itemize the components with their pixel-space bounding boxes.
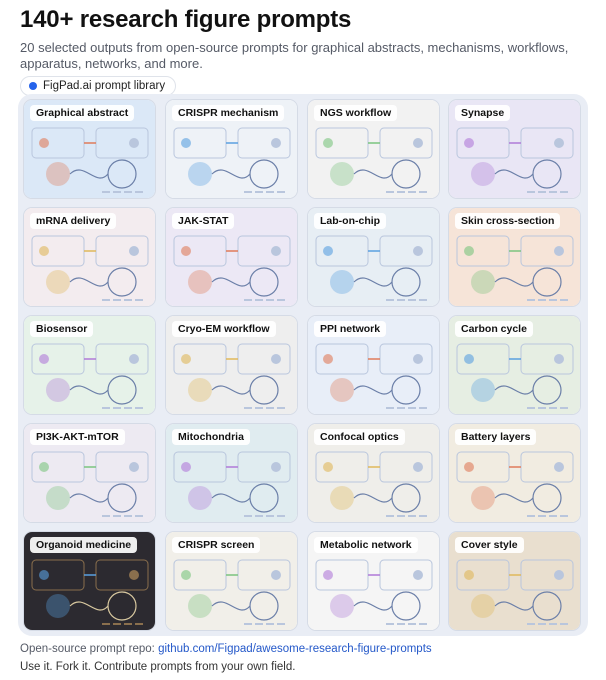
- gallery-tile[interactable]: CRISPR mechanism: [165, 99, 298, 199]
- tile-label: Mitochondria: [172, 429, 250, 445]
- gallery-tile[interactable]: Lab-on-chip: [307, 207, 440, 307]
- gallery-tile[interactable]: JAK-STAT: [165, 207, 298, 307]
- tile-label: PPI network: [314, 321, 387, 337]
- gallery-tile[interactable]: Graphical abstract: [23, 99, 156, 199]
- tile-label: mRNA delivery: [30, 213, 117, 229]
- library-badge[interactable]: FigPad.ai prompt library: [20, 76, 177, 96]
- gallery-tile[interactable]: Biosensor: [23, 315, 156, 415]
- gallery-tile[interactable]: CRISPR screen: [165, 531, 298, 631]
- tile-label: Skin cross-section: [455, 213, 561, 229]
- tile-label: Carbon cycle: [455, 321, 533, 337]
- tile-label: CRISPR screen: [172, 537, 261, 553]
- gallery-tile[interactable]: Mitochondria: [165, 423, 298, 523]
- library-badge-label: FigPad.ai prompt library: [43, 80, 166, 92]
- gallery-tile[interactable]: Metabolic network: [307, 531, 440, 631]
- gallery-tile[interactable]: Carbon cycle: [448, 315, 581, 415]
- gallery-tile[interactable]: Cover style: [448, 531, 581, 631]
- tile-label: Organoid medicine: [30, 537, 138, 553]
- gallery-tile[interactable]: NGS workflow: [307, 99, 440, 199]
- page-subtitle: 20 selected outputs from open-source pro…: [20, 40, 569, 71]
- tile-label: CRISPR mechanism: [172, 105, 285, 121]
- tile-label: Synapse: [455, 105, 511, 121]
- tile-label: Biosensor: [30, 321, 94, 337]
- tile-label: Graphical abstract: [30, 105, 135, 121]
- tile-label: JAK-STAT: [172, 213, 235, 229]
- gallery-tile[interactable]: Organoid medicine: [23, 531, 156, 631]
- gallery-tile[interactable]: PPI network: [307, 315, 440, 415]
- tile-label: PI3K-AKT-mTOR: [30, 429, 125, 445]
- call-to-action: Use it. Fork it. Contribute prompts from…: [20, 661, 296, 673]
- figure-gallery: Graphical abstract CRISPR mechanism NGS wo…: [18, 94, 588, 636]
- tile-label: Cryo-EM workflow: [172, 321, 276, 337]
- tile-label: Cover style: [455, 537, 524, 553]
- gallery-tile[interactable]: Battery layers: [448, 423, 581, 523]
- tile-label: NGS workflow: [314, 105, 398, 121]
- gallery-tile[interactable]: Skin cross-section: [448, 207, 581, 307]
- repo-link[interactable]: github.com/Figpad/awesome-research-figur…: [158, 643, 432, 655]
- gallery-tile[interactable]: mRNA delivery: [23, 207, 156, 307]
- gallery-tile[interactable]: Cryo-EM workflow: [165, 315, 298, 415]
- tile-label: Lab-on-chip: [314, 213, 387, 229]
- gallery-tile[interactable]: Confocal optics: [307, 423, 440, 523]
- blue-dot-icon: [29, 82, 37, 90]
- repo-prefix: Open-source prompt repo:: [20, 643, 159, 655]
- repo-line: Open-source prompt repo: github.com/Figp…: [20, 643, 432, 655]
- gallery-tile[interactable]: Synapse: [448, 99, 581, 199]
- tile-label: Metabolic network: [314, 537, 418, 553]
- tile-label: Battery layers: [455, 429, 537, 445]
- gallery-tile[interactable]: PI3K-AKT-mTOR: [23, 423, 156, 523]
- page-title: 140+ research figure prompts: [20, 6, 352, 33]
- tile-label: Confocal optics: [314, 429, 405, 445]
